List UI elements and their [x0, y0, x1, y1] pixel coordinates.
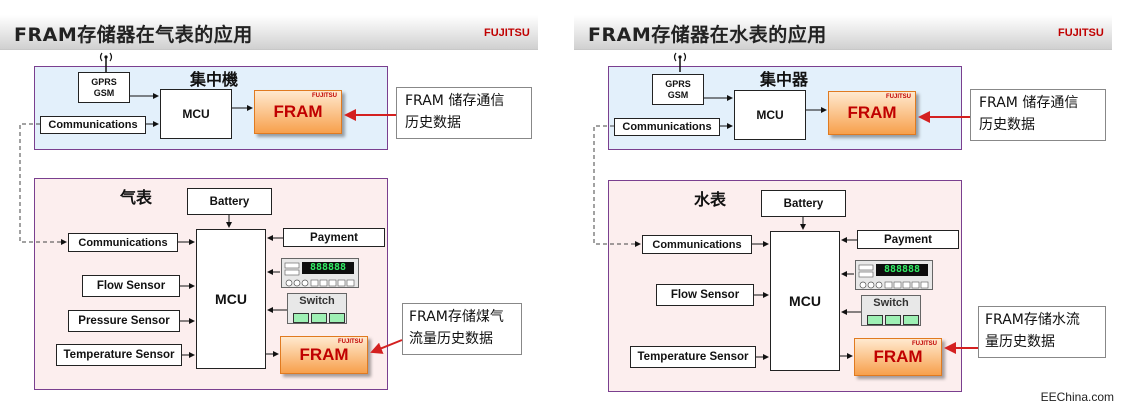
communications-bottom-box: Communications: [642, 235, 752, 254]
switch-button-2: [311, 313, 327, 323]
mcu-bottom-box: MCU: [770, 231, 840, 371]
mcu-top-box: MCU: [734, 90, 806, 140]
callout-bottom: FRAM存储水流 量历史数据: [978, 306, 1106, 358]
gsm-label: GSM: [93, 87, 115, 98]
callout-bottom-line1: FRAM存储煤气: [409, 309, 504, 325]
fram-mini-logo: FUJITSU: [311, 93, 337, 99]
wiring-left: [19, 93, 403, 358]
switch-panel: Switch: [861, 295, 921, 326]
communications-bottom-box: Communications: [68, 233, 178, 252]
lcd-display: 888888: [855, 260, 933, 290]
battery-box: Battery: [761, 190, 846, 217]
temperature-sensor-box: Temperature Sensor: [56, 344, 182, 366]
switch-label: Switch: [873, 297, 909, 309]
gas-meter-panel: FRAM存储器在气表的应用 FUJITSU 集中機 GPRS GSM MCU F…: [0, 0, 540, 412]
mcu-bottom-box: MCU: [196, 229, 266, 369]
fram-top-label: FRAM: [847, 103, 897, 122]
gprs-gsm-box: GPRS GSM: [652, 74, 704, 105]
communications-top-box: Communications: [40, 116, 146, 134]
fram-top-box: FUJITSU FRAM: [254, 90, 342, 134]
gprs-gsm-box: GPRS GSM: [78, 72, 130, 103]
fram-bottom-label: FRAM: [873, 347, 923, 366]
wiring-right: [593, 95, 978, 360]
concentrator-label: 集中機: [190, 70, 239, 89]
fram-mini-logo: FUJITSU: [885, 94, 911, 100]
display-buttons-icon: [284, 262, 355, 287]
page-title: FRAM存储器在水表的应用: [588, 24, 827, 46]
switch-button-3: [329, 313, 345, 323]
callout-bottom-line1: FRAM存储水流: [985, 312, 1080, 328]
fram-bottom-box: FUJITSU FRAM: [280, 336, 368, 374]
fram-top-box: FUJITSU FRAM: [828, 91, 916, 135]
switch-button-1: [867, 315, 883, 325]
meter-label: 气表: [120, 188, 153, 207]
title-bar: FRAM存储器在气表的应用 FUJITSU: [0, 15, 538, 50]
fram-mini-logo-bottom: FUJITSU: [337, 339, 363, 345]
callout-bottom-line2: 流量历史数据: [409, 331, 493, 347]
concentrator-label: 集中器: [760, 70, 809, 89]
gprs-label: GPRS: [665, 78, 691, 89]
flow-sensor-box: Flow Sensor: [82, 275, 180, 297]
callout-bottom: FRAM存储煤气 流量历史数据: [402, 303, 522, 355]
communications-top-box: Communications: [614, 118, 720, 136]
callout-bottom-line2: 量历史数据: [985, 334, 1055, 350]
callout-top-line2: 历史数据: [979, 117, 1035, 133]
title-bar: FRAM存储器在水表的应用 FUJITSU: [574, 15, 1112, 50]
battery-box: Battery: [187, 188, 272, 215]
payment-box: Payment: [283, 228, 385, 247]
switch-button-3: [903, 315, 919, 325]
callout-top-line2: 历史数据: [405, 115, 461, 131]
display-buttons-icon: [858, 264, 929, 289]
fram-bottom-label: FRAM: [299, 345, 349, 364]
page-title: FRAM存储器在气表的应用: [14, 24, 253, 46]
arrow-callout-bottom: [370, 339, 403, 354]
dashed-comm-link: [593, 125, 641, 247]
dashed-comm-link: [19, 123, 67, 245]
pressure-sensor-box: Pressure Sensor: [68, 310, 180, 332]
meter-label: 水表: [694, 190, 727, 209]
lcd-digits: 888888: [876, 264, 928, 276]
callout-top-line1: FRAM 储存通信: [405, 93, 505, 109]
credit-text: EEChina.com: [1040, 390, 1114, 404]
switch-button-2: [885, 315, 901, 325]
temperature-sensor-box: Temperature Sensor: [630, 346, 756, 368]
switch-label: Switch: [299, 295, 335, 307]
callout-top: FRAM 储存通信 历史数据: [970, 89, 1106, 141]
lcd-digits: 888888: [302, 262, 354, 274]
fujitsu-logo: FUJITSU: [1058, 27, 1104, 39]
callout-top: FRAM 储存通信 历史数据: [396, 87, 532, 139]
mcu-top-box: MCU: [160, 89, 232, 139]
flow-sensor-box: Flow Sensor: [656, 284, 754, 306]
fram-top-label: FRAM: [273, 102, 323, 121]
antenna-icon: [99, 52, 113, 72]
fujitsu-logo: FUJITSU: [484, 27, 530, 39]
payment-box: Payment: [857, 230, 959, 249]
fram-bottom-box: FUJITSU FRAM: [854, 338, 942, 376]
switch-panel: Switch: [287, 293, 347, 324]
fram-mini-logo-bottom: FUJITSU: [911, 341, 937, 347]
callout-top-line1: FRAM 储存通信: [979, 95, 1079, 111]
lcd-display: 888888: [281, 258, 359, 288]
water-meter-panel: FRAM存储器在水表的应用 FUJITSU 集中器 GPRS GSM MCU F…: [574, 0, 1122, 412]
antenna-icon: [673, 52, 687, 72]
gsm-label: GSM: [667, 89, 689, 100]
gprs-label: GPRS: [91, 76, 117, 87]
switch-button-1: [293, 313, 309, 323]
